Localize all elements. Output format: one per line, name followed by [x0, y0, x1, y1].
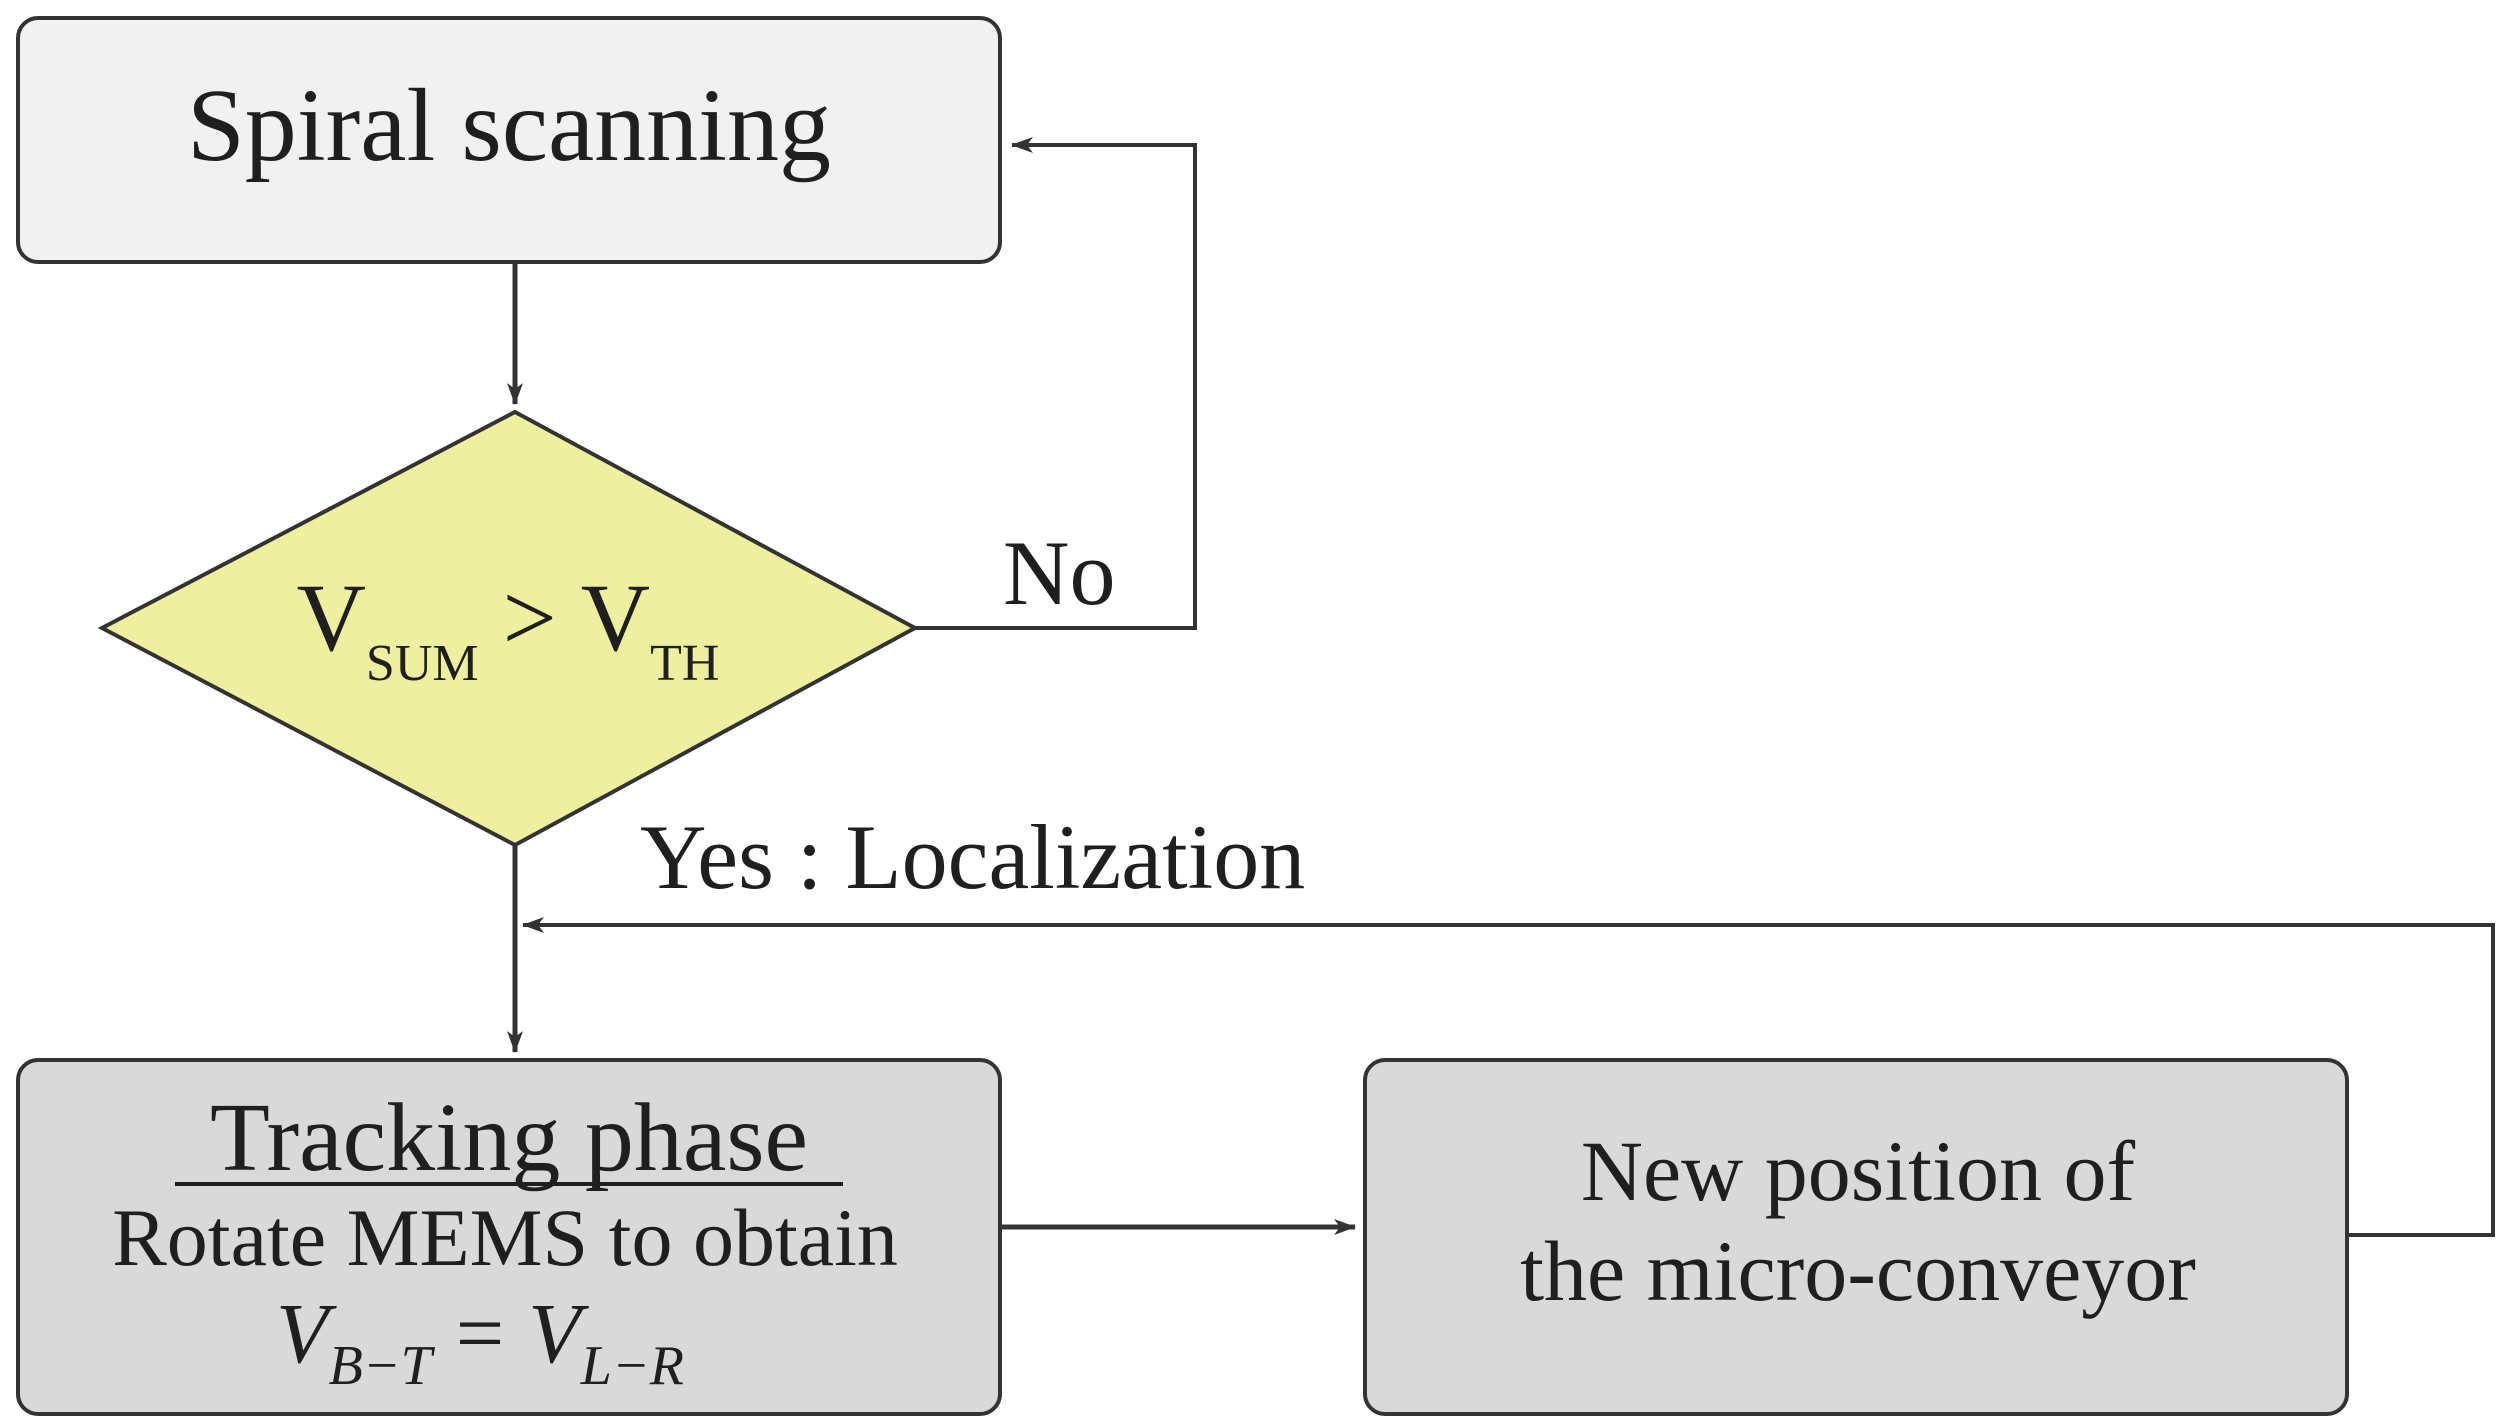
new-position-line2: the micro-conveyor	[1520, 1223, 2196, 1319]
decision-v-sum: V	[297, 564, 366, 671]
eq-operator: =	[456, 1285, 505, 1381]
eq-sub-lr: L−R	[580, 1335, 684, 1397]
tracking-phase-equation: VB−T=VL−R	[276, 1285, 684, 1397]
eq-v-lr: V	[528, 1285, 589, 1381]
eq-v-bt: V	[276, 1285, 337, 1381]
no-label: No	[1003, 522, 1115, 624]
decision-operator: >	[503, 564, 557, 671]
tracking-phase-node: Tracking phase Rotate MEMS to obtain VB−…	[16, 1058, 1002, 1416]
yes-localization-label: Yes : Localization	[640, 806, 1305, 908]
tracking-phase-box	[16, 1058, 1002, 1416]
spiral-scanning-node: Spiral scanning	[16, 16, 1002, 264]
decision-condition: VSUM>VTH	[297, 564, 720, 692]
spiral-scanning-label: Spiral scanning	[187, 68, 831, 183]
new-position-line1: New position of	[1581, 1123, 2136, 1219]
tracking-phase-line1: Rotate MEMS to obtain	[112, 1192, 898, 1283]
arrow-feedback-loop	[522, 917, 2495, 1237]
decision-node: VSUM>VTH	[97, 409, 920, 848]
arrow-no-loop	[915, 137, 1197, 630]
spiral-scanning-box	[16, 16, 1002, 264]
decision-sub-sum: SUM	[366, 635, 479, 692]
new-position-node: New position of the micro-conveyor	[1363, 1058, 2349, 1416]
eq-sub-bt: B−T	[329, 1335, 436, 1397]
tracking-phase-title: Tracking phase	[210, 1084, 808, 1192]
decision-sub-th: TH	[650, 635, 719, 692]
decision-v-th: V	[581, 564, 650, 671]
